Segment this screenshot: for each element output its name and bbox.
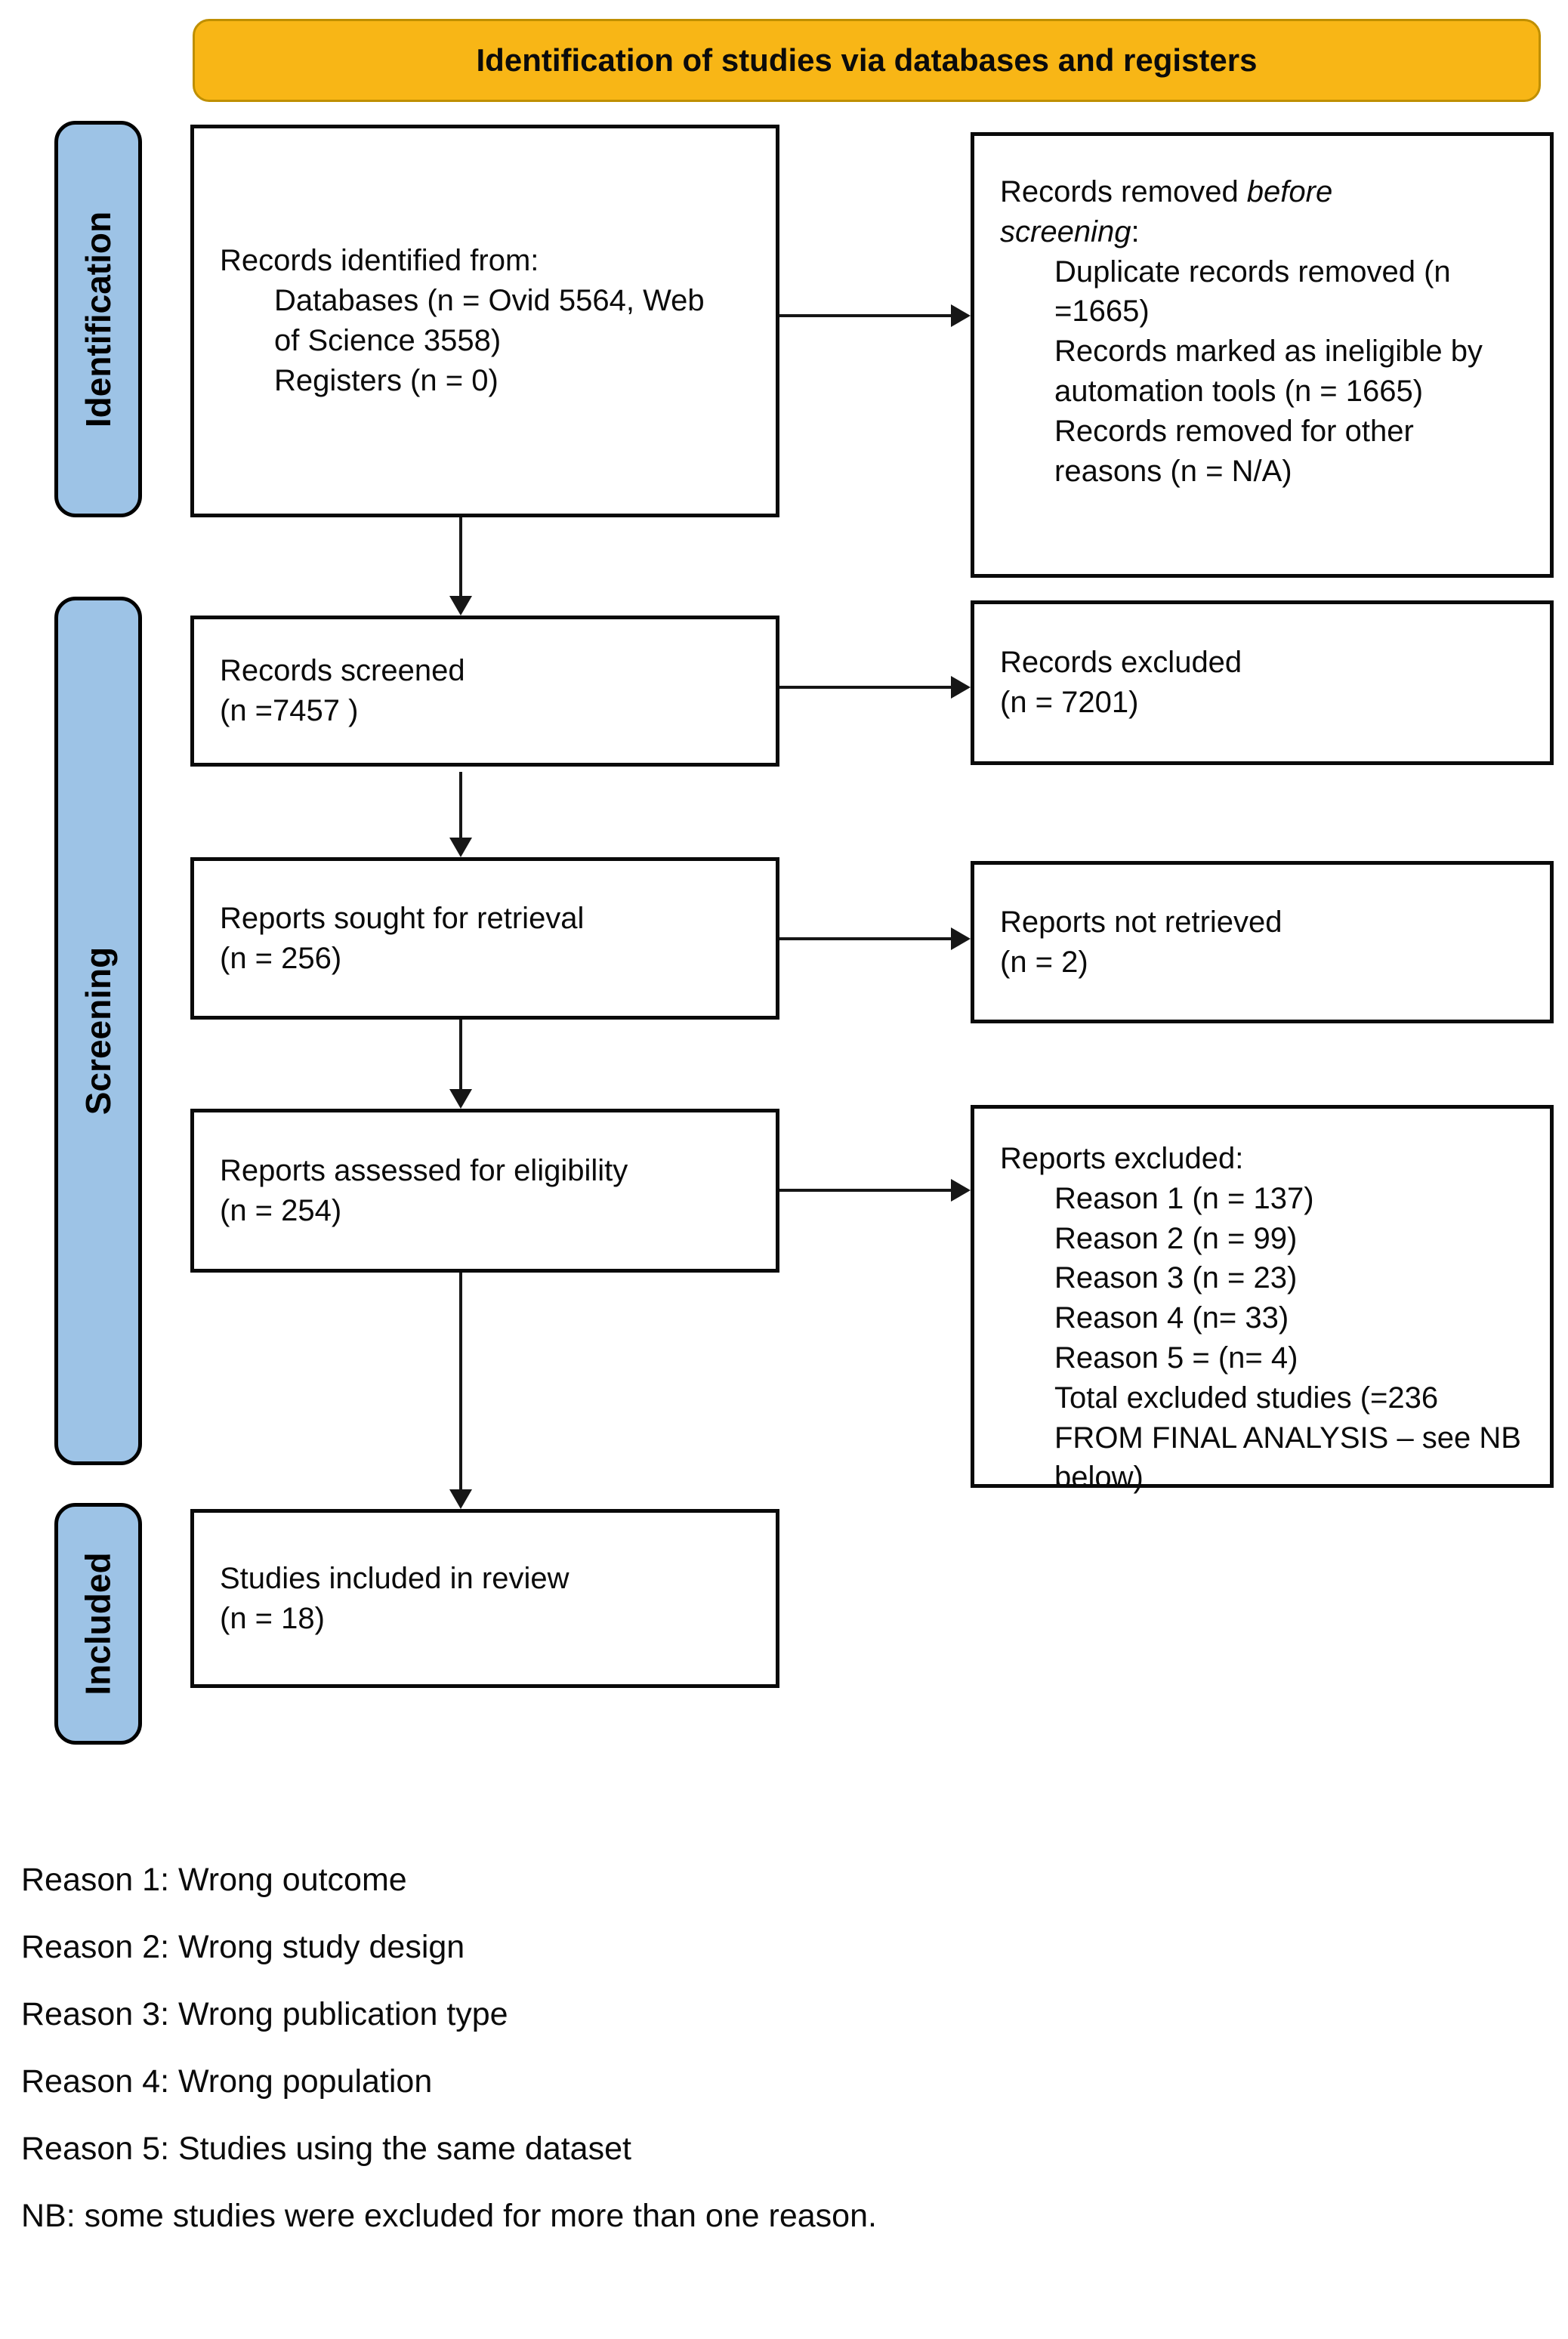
reports-assessed-line1: Reports assessed for eligibility	[220, 1153, 628, 1187]
arrow-screened-to-excluded	[779, 686, 951, 689]
arrow-assessed-to-included	[459, 1273, 462, 1489]
records-removed-intro: Records removed before screening:	[1000, 175, 1333, 248]
records-identified-item: Registers (n = 0)	[274, 363, 498, 397]
footnote-reason-4: Reason 4: Wrong population	[21, 2063, 433, 2100]
arrow-sought-to-not-retrieved	[779, 937, 951, 940]
box-records-screened: Records screened (n =7457 )	[190, 616, 779, 767]
records-excluded-line2: (n = 7201)	[1000, 686, 1139, 719]
reports-excluded-item: Reason 1 (n = 137)	[1054, 1181, 1314, 1215]
stage-bar-screening: Screening	[54, 597, 142, 1465]
box-reports-sought: Reports sought for retrieval (n = 256)	[190, 857, 779, 1020]
records-screened-line1: Records screened	[220, 654, 465, 688]
box-records-removed: Records removed before screening: Duplic…	[971, 132, 1554, 578]
stage-label-included: Included	[79, 1552, 118, 1696]
stage-bar-identification: Identification	[54, 121, 142, 517]
reports-excluded-item: Total excluded studies (=236 FROM FINAL …	[1054, 1381, 1521, 1495]
reports-not-retrieved-line2: (n = 2)	[1000, 945, 1088, 979]
reports-excluded-item: Reason 4 (n= 33)	[1054, 1301, 1289, 1335]
box-records-identified: Records identified from: Databases (n = …	[190, 125, 779, 517]
stage-label-screening: Screening	[79, 946, 119, 1115]
reports-assessed-line2: (n = 254)	[220, 1193, 342, 1227]
records-removed-intro-italic: before screening	[1000, 175, 1333, 248]
stage-bar-included: Included	[54, 1503, 142, 1745]
box-studies-included: Studies included in review (n = 18)	[190, 1509, 779, 1688]
stage-label-identification: Identification	[79, 211, 119, 427]
arrow-identified-to-screened	[459, 517, 462, 596]
reports-excluded-item: Reason 3 (n = 23)	[1054, 1261, 1298, 1295]
reports-not-retrieved-line1: Reports not retrieved	[1000, 905, 1282, 939]
reports-excluded-item: Reason 5 = (n= 4)	[1054, 1341, 1298, 1375]
records-identified-item: Databases (n = Ovid 5564, Web of Science…	[274, 284, 705, 357]
box-reports-not-retrieved: Reports not retrieved (n = 2)	[971, 861, 1554, 1023]
arrow-identified-to-removed	[779, 314, 951, 317]
footnote-reason-5: Reason 5: Studies using the same dataset	[21, 2131, 631, 2167]
arrow-assessed-to-excluded	[779, 1189, 951, 1192]
records-screened-line2: (n =7457 )	[220, 694, 359, 727]
reports-excluded-item: Reason 2 (n = 99)	[1054, 1221, 1298, 1255]
reports-sought-line1: Reports sought for retrieval	[220, 901, 585, 935]
records-excluded-line1: Records excluded	[1000, 646, 1242, 680]
reports-excluded-intro: Reports excluded:	[1000, 1142, 1244, 1175]
arrow-screened-to-sought	[459, 772, 462, 838]
reports-sought-line2: (n = 256)	[220, 941, 342, 975]
footnote-nb: NB: some studies were excluded for more …	[21, 2198, 877, 2234]
studies-included-line1: Studies included in review	[220, 1561, 569, 1595]
box-records-excluded: Records excluded (n = 7201)	[971, 600, 1554, 765]
footnote-reason-1: Reason 1: Wrong outcome	[21, 1862, 407, 1898]
box-reports-assessed: Reports assessed for eligibility (n = 25…	[190, 1109, 779, 1273]
records-removed-item: Records marked as ineligible by automati…	[1054, 335, 1483, 408]
banner-title: Identification of studies via databases …	[193, 19, 1541, 102]
records-removed-item: Records removed for other reasons (n = N…	[1054, 414, 1414, 488]
banner-title-text: Identification of studies via databases …	[476, 42, 1258, 78]
studies-included-line2: (n = 18)	[220, 1601, 325, 1635]
footnotes: Reason 1: Wrong outcome Reason 2: Wrong …	[21, 1864, 877, 2267]
arrow-sought-to-assessed	[459, 1020, 462, 1089]
box-reports-excluded: Reports excluded: Reason 1 (n = 137) Rea…	[971, 1105, 1554, 1494]
footnote-reason-3: Reason 3: Wrong publication type	[21, 1996, 508, 2032]
footnote-reason-2: Reason 2: Wrong study design	[21, 1929, 465, 1965]
records-identified-intro: Records identified from:	[220, 244, 539, 278]
records-removed-item: Duplicate records removed (n =1665)	[1054, 255, 1451, 329]
